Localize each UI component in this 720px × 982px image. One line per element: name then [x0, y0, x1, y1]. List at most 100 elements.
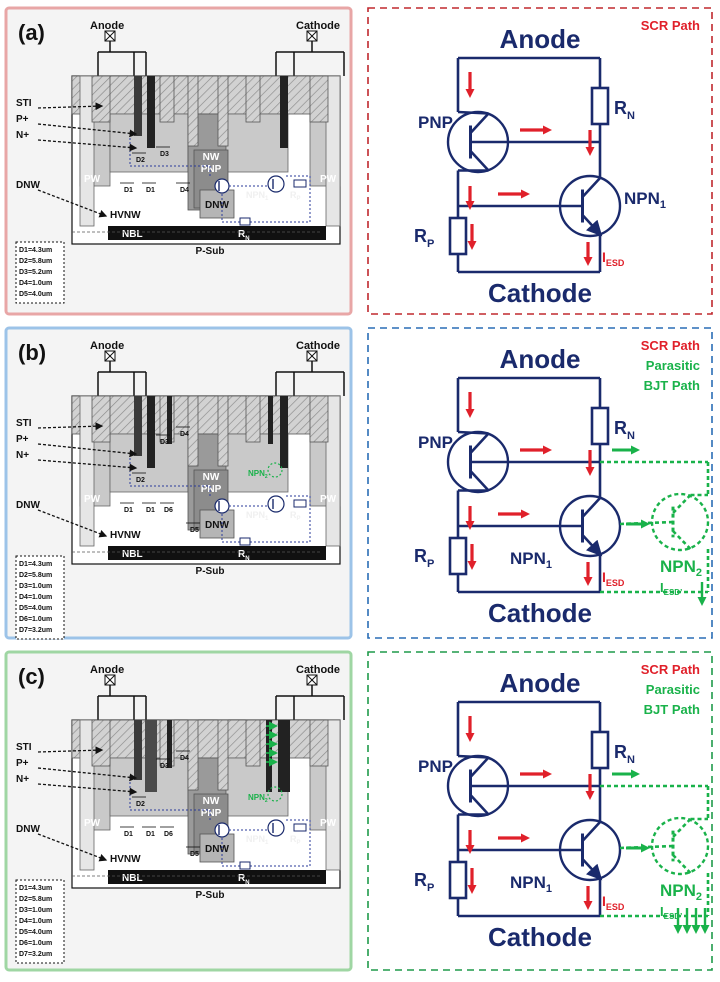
anode-pad: [104, 30, 116, 42]
rp-label-sub: P: [297, 516, 301, 522]
iesd-label: IESD: [602, 249, 625, 268]
pnp-label: PNP: [418, 113, 453, 132]
rn-label: RN: [238, 229, 250, 242]
scr-current-arrow-2-head: [465, 845, 475, 854]
trench-0: [79, 395, 95, 547]
layer-label-pplus: P+: [16, 434, 29, 445]
rp-resistor: [293, 823, 307, 832]
rn-label-sub: N: [245, 556, 249, 562]
rn-label: RN: [614, 742, 635, 766]
legend-box: [15, 241, 65, 304]
dim-label-d2: D2: [136, 157, 145, 164]
scr-current-arrow-4-head: [583, 257, 593, 266]
npn2-label-sub: 2: [265, 798, 268, 804]
dim-label-d3: D3: [160, 151, 169, 158]
sti-column-0: [91, 75, 111, 123]
legend-item: D1=4.3um: [19, 885, 52, 892]
cs-green-arrow-0-head: [269, 721, 278, 731]
legend-box: [15, 879, 65, 964]
scr-current-arrow-5-head: [543, 445, 552, 455]
pad-x2: [104, 350, 116, 362]
circuit-frame: [367, 327, 713, 639]
dimension-legend: D1=4.3umD2=5.8umD3=1.0umD4=1.0umD5=4.0um…: [15, 555, 65, 640]
legend-item: D4=1.0um: [19, 918, 52, 925]
layer-pointer-0: [37, 422, 104, 431]
rp-label-sub: P: [297, 840, 301, 846]
cathode-pad: [306, 350, 318, 362]
layer-pointer-2: [37, 783, 138, 796]
panel-letter: (c): [18, 664, 45, 689]
rp-label-main: R: [414, 226, 427, 246]
legend-item: D4=1.0um: [19, 594, 52, 601]
npn1-label: NPN1: [510, 873, 552, 895]
scr-current-arrow-6-head: [521, 833, 530, 843]
cs-green-arrow-1-head: [269, 730, 278, 740]
legend-item: D5=4.0um: [19, 291, 52, 298]
scr-current-arrow-0: [465, 392, 475, 418]
rp-resistor: [448, 860, 468, 900]
layer-pointer-0: [37, 102, 104, 111]
nw-label: NW: [203, 152, 220, 163]
legend-item: D1=4.3um: [19, 561, 52, 568]
scr-current-arrow-0-head: [465, 409, 475, 418]
bjt-current-arrow-4: [691, 908, 701, 934]
npn1-label-main: NPN: [246, 510, 265, 520]
sti-band: [71, 75, 341, 115]
nw-label: NW: [203, 472, 220, 483]
layer-label-sti: STI: [16, 418, 32, 429]
npn1-label-sub: 1: [546, 883, 552, 895]
pw-right-inner: [225, 433, 289, 493]
scr-current-arrow-5-head: [543, 125, 552, 135]
rn-resistor: [590, 86, 610, 126]
bjt-current-arrow-0-head: [631, 769, 640, 779]
anode-label: Anode: [90, 340, 124, 352]
npn2-label-main: NPN: [248, 793, 265, 802]
pnp-collector: [469, 794, 490, 816]
rn-resistor: [590, 406, 610, 446]
pw-right-inner: [225, 113, 289, 173]
sti-column-3: [217, 75, 229, 147]
npn2-label: NPN2: [248, 793, 268, 804]
layer-label-dnw: DNW: [16, 180, 40, 191]
dim-label-d1: D1: [146, 831, 155, 838]
npn1-label-main: NPN: [246, 190, 265, 200]
rp-resistor: [293, 499, 307, 508]
path-label-0: SCR Path: [641, 18, 700, 33]
scr-current-arrow-1-head: [585, 791, 595, 800]
iesd2-label-sub: ESD’: [664, 588, 683, 597]
anode-pplus: [134, 76, 142, 136]
psub-label: P-Sub: [196, 566, 225, 577]
npn1-collector: [581, 496, 602, 518]
dim-label-d1: D1: [146, 187, 155, 194]
scr-current-arrow-3: [467, 224, 477, 250]
scr-current-arrow-5: [520, 125, 552, 135]
path-label-1: Parasitic: [646, 358, 700, 373]
npn1-emitter: [581, 858, 603, 881]
pw-right-label: PW: [320, 494, 337, 505]
pnp-collector: [469, 150, 490, 172]
sti-column-5: [309, 395, 329, 443]
path-label-0: SCR Path: [641, 338, 700, 353]
bjt-current-arrow-2: [697, 582, 707, 606]
npn1-label-main: NPN: [246, 834, 265, 844]
bjt-current-arrow-4-head: [691, 925, 701, 934]
rn-label-main: R: [238, 873, 246, 884]
bjt-current-arrow-5-head: [700, 925, 710, 934]
rn-resistor: [239, 537, 251, 546]
pnp-label: PNP: [201, 484, 222, 495]
anode-pad: [104, 350, 116, 362]
dim-label-d3: D3: [160, 763, 169, 770]
pnp-small-symbol: [214, 498, 230, 514]
rn-label-sub: N: [627, 754, 635, 766]
rn-label: RN: [238, 873, 250, 886]
npn1-collector: [581, 176, 602, 198]
pnp-emitter-lead: [457, 110, 489, 115]
pnp-emitter: [469, 756, 490, 778]
layer-pointer-3: [37, 509, 108, 538]
scr-current-arrow-2: [465, 830, 475, 854]
rp-resistor: [448, 536, 468, 576]
npn1-label: NPN1: [246, 510, 269, 522]
sti-column-1: [159, 75, 175, 123]
